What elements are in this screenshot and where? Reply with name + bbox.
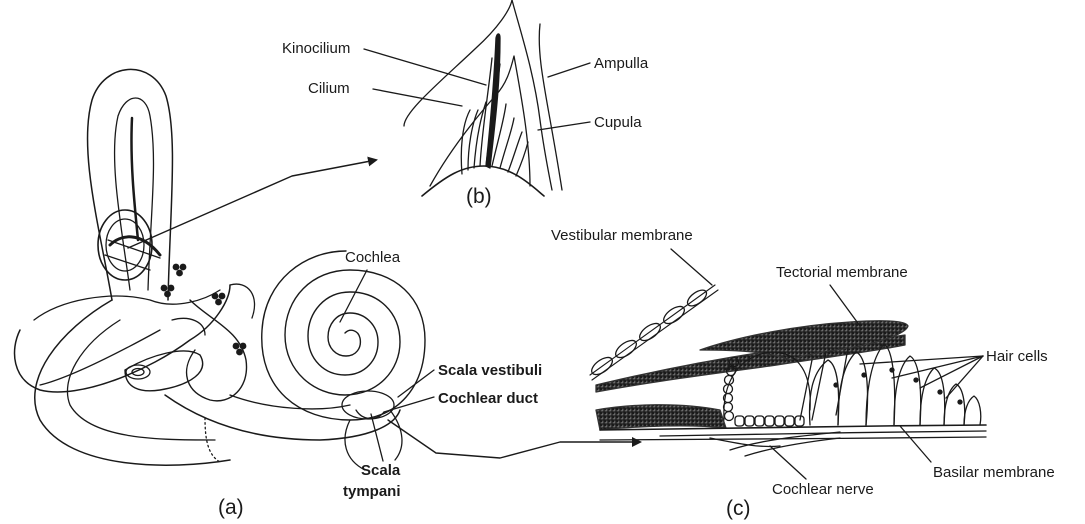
caption-c: (c) (726, 498, 751, 519)
cochlear-nerve-fibers (710, 432, 840, 456)
label-cilium: Cilium (308, 81, 350, 96)
nerve-bundles (161, 264, 247, 356)
label-vestibular-membrane: Vestibular membrane (551, 228, 693, 243)
label-cupula: Cupula (594, 115, 642, 130)
label-scala-tympani-2: tympani (343, 484, 401, 499)
arrow-to-panel-b (128, 160, 376, 248)
label-cochlear-nerve: Cochlear nerve (772, 482, 874, 497)
crista-drawing (404, 0, 562, 196)
superior-canal (87, 69, 172, 300)
label-scala-vestibuli: Scala vestibuli (438, 363, 542, 378)
organ-of-corti-drawing (589, 285, 986, 456)
label-tectorial-membrane: Tectorial membrane (776, 265, 908, 280)
label-cochlea: Cochlea (345, 250, 400, 265)
label-hair-cells: Hair cells (986, 349, 1048, 364)
caption-b: (b) (466, 186, 492, 207)
label-kinocilium: Kinocilium (282, 41, 350, 56)
caption-a: (a) (218, 497, 244, 518)
panel-a-leaders (340, 270, 434, 461)
labyrinth-drawing (15, 69, 425, 470)
label-basilar-membrane: Basilar membrane (933, 465, 1055, 480)
label-ampulla: Ampulla (594, 56, 648, 71)
label-cochlear-duct: Cochlear duct (438, 391, 538, 406)
kinocilium (486, 34, 500, 168)
cochlea-spiral (262, 251, 425, 470)
label-scala-tympani-1: Scala (361, 463, 400, 478)
horizontal-canal (15, 285, 230, 392)
base-cells (735, 416, 804, 426)
